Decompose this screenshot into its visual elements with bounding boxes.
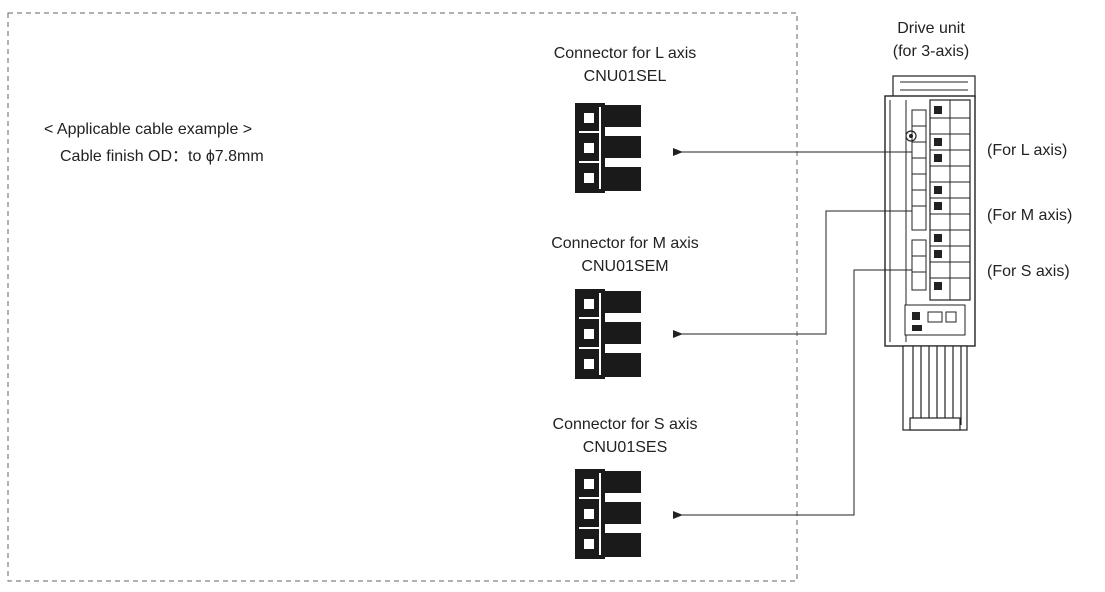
connector-s-title: Connector for S axis bbox=[552, 416, 698, 433]
connector-l-icon bbox=[575, 103, 641, 193]
leader-line-s bbox=[673, 269, 912, 519]
cable-note-heading: < Applicable cable example > bbox=[44, 121, 253, 138]
drive-unit-title: Drive unit bbox=[897, 20, 965, 37]
connector-m-part: CNU01SEM bbox=[581, 258, 669, 275]
cable-note-spec: Cable finish OD：to ϕ7.8mm bbox=[60, 148, 264, 165]
drive-unit-icon bbox=[884, 75, 976, 431]
connector-s-part: CNU01SES bbox=[582, 439, 668, 456]
connector-m-icon bbox=[575, 289, 641, 379]
port-label-l: (For L axis) bbox=[987, 142, 1068, 159]
cable-enclosure-border bbox=[7, 12, 798, 582]
drive-unit-subtitle: (for 3-axis) bbox=[892, 43, 970, 60]
leader-line-m bbox=[673, 210, 912, 338]
port-label-m: (For M axis) bbox=[987, 207, 1073, 224]
connector-l-title: Connector for L axis bbox=[553, 45, 697, 62]
port-label-s: (For S axis) bbox=[987, 263, 1070, 280]
connector-s-icon bbox=[575, 469, 641, 559]
connector-l-part: CNU01SEL bbox=[583, 68, 667, 85]
connector-m-title: Connector for M axis bbox=[551, 235, 699, 252]
